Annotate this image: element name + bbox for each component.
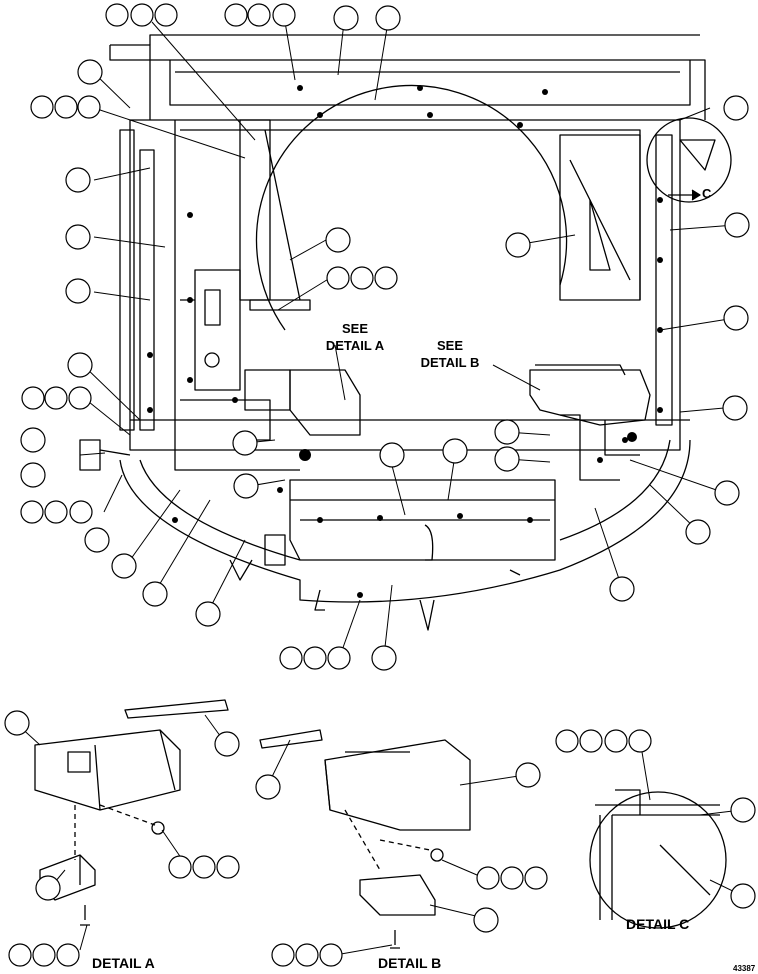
detail-a-drawing [34,699,229,926]
fastener-dots [147,85,663,598]
figure-code: 43387 [733,964,756,973]
see-detail-b-line1: SEE [436,338,463,353]
leader-lines [16,21,742,955]
detail-b-drawing [259,729,471,949]
detail-a-title: DETAIL A [92,955,155,971]
detail-c-title: DETAIL C [626,916,690,932]
see-detail-a-line2: DETAIL A [325,338,385,353]
see-detail-a-label: SEE DETAIL A [315,320,395,354]
callout-balloons [4,3,756,967]
see-detail-b-line2: DETAIL B [420,355,480,370]
see-detail-a-line1: SEE [341,321,368,336]
detail-c-marker: C [702,186,712,201]
detail-b-title: DETAIL B [378,955,442,971]
see-detail-b-label: SEE DETAIL B [410,337,490,371]
detail-c-drawing [589,789,727,929]
main-frame [79,34,732,631]
